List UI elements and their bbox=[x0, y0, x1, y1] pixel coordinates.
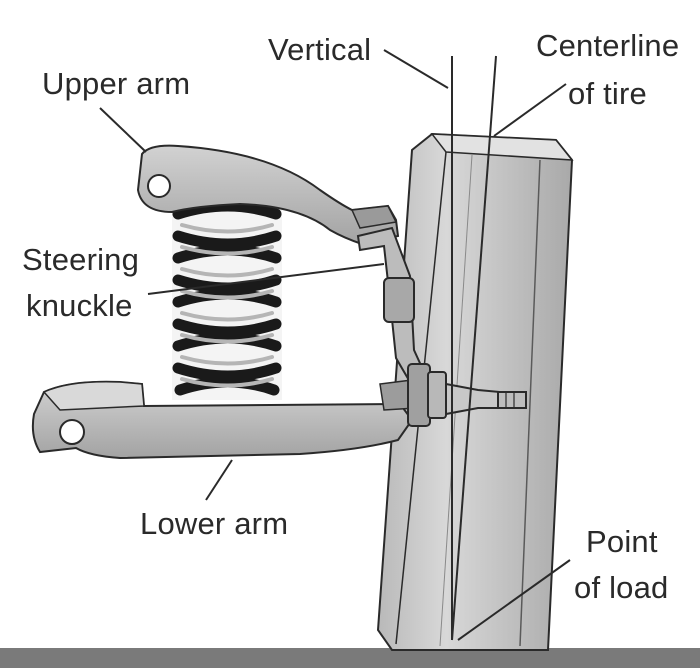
label-steering: Steering bbox=[22, 242, 139, 277]
label-point: Point bbox=[586, 524, 658, 559]
lower-control-arm-icon bbox=[31, 379, 417, 460]
steering-knuckle-icon bbox=[356, 226, 426, 384]
label-centerline: Centerline bbox=[536, 28, 679, 63]
upper-control-arm-icon bbox=[136, 144, 400, 246]
lower-arm-leader-line bbox=[205, 459, 233, 501]
label-of-load: of load bbox=[574, 570, 668, 605]
centerline-leader-line bbox=[493, 83, 567, 137]
point-of-load-leader-line bbox=[457, 559, 571, 641]
steering-knuckle-leader-line bbox=[147, 263, 385, 295]
wheel-spindle-icon bbox=[407, 363, 527, 427]
label-vertical: Vertical bbox=[268, 32, 371, 67]
label-knuckle: knuckle bbox=[26, 288, 133, 323]
spring-coil-icon bbox=[172, 200, 282, 400]
label-of-tire: of tire bbox=[568, 76, 647, 111]
vertical-leader-line bbox=[383, 49, 449, 89]
upper-arm-leader-line bbox=[99, 107, 147, 153]
label-upper-arm: Upper arm bbox=[42, 66, 190, 101]
ground-surface bbox=[0, 648, 700, 668]
tire-centerline bbox=[451, 55, 497, 641]
label-lower-arm: Lower arm bbox=[140, 506, 288, 541]
